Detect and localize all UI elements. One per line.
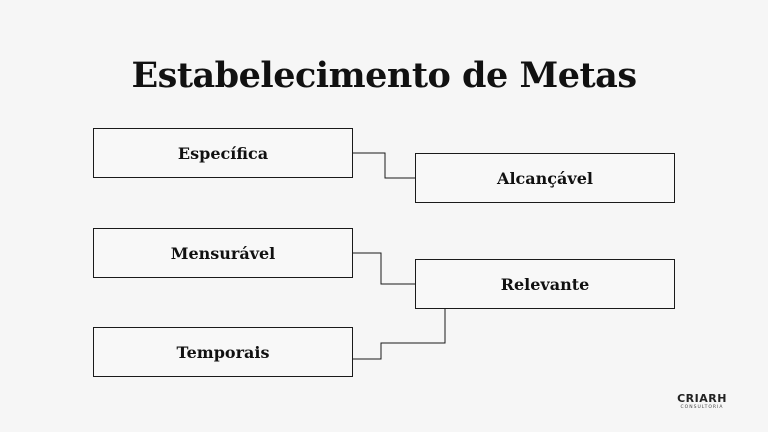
logo-name: CRIARH (677, 392, 727, 405)
box-mensuravel: Mensurável (93, 228, 353, 278)
logo-subtitle: CONSULTORIA (680, 405, 724, 410)
box-especifica-label: Específica (177, 143, 269, 163)
box-mensuravel-label: Mensurável (170, 243, 276, 263)
connector-mensuravel-relevante (353, 252, 415, 285)
box-relevante: Relevante (415, 259, 675, 309)
box-relevante-label: Relevante (500, 274, 590, 294)
box-especifica: Específica (93, 128, 353, 178)
connector-temporais-relevante (353, 309, 446, 360)
brand-logo: CRIARH CONSULTORIA (672, 393, 732, 415)
box-temporais: Temporais (93, 327, 353, 377)
connector-especifica-alcancavel (353, 152, 415, 179)
box-alcancavel-label: Alcançável (497, 168, 593, 188)
box-temporais-label: Temporais (176, 342, 270, 362)
page-title: Estabelecimento de Metas (131, 55, 637, 96)
box-alcancavel: Alcançável (415, 153, 675, 203)
